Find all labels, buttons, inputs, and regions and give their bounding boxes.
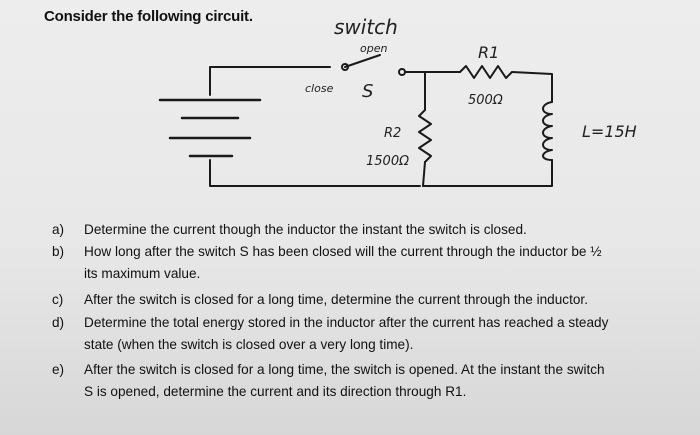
open-label: open — [360, 42, 387, 55]
r2-label: R2 — [384, 126, 401, 141]
question-text-continued: S is opened, determine the current and i… — [84, 384, 467, 399]
question-text: Determine the total energy stored in the… — [84, 315, 609, 330]
battery-bottom-wire — [209, 159, 421, 187]
question-text: After the switch is closed for a long ti… — [84, 292, 588, 307]
wire-r1-to-inductor — [511, 71, 553, 103]
circuit-diagram: switch open close S R1 500Ω R2 1500Ω L=1… — [158, 15, 637, 187]
r1-resistor — [459, 65, 513, 79]
page-title: Consider the following circuit. — [44, 8, 253, 25]
r1-value: 500Ω — [468, 93, 503, 108]
inductor-label: L=15H — [582, 122, 637, 141]
r2-resistor — [418, 109, 432, 163]
question-text: Determine the current though the inducto… — [84, 222, 527, 237]
switch-label: switch — [334, 15, 398, 39]
switch-symbol: S — [362, 81, 373, 102]
r2-value: 1500Ω — [366, 154, 409, 169]
question-text: After the switch is closed for a long ti… — [84, 362, 605, 377]
switch-blade — [344, 54, 381, 68]
question-label: c) — [52, 292, 64, 307]
question-label: b) — [52, 244, 65, 259]
question-text-continued: state (when the switch is closed over a … — [84, 337, 414, 352]
wire-r2-down — [422, 161, 426, 187]
r1-label: R1 — [478, 43, 499, 62]
question-text: How long after the switch S has been clo… — [84, 244, 602, 259]
battery-wire — [209, 66, 331, 96]
inductor-coil — [542, 101, 553, 161]
question-label: a) — [52, 222, 65, 237]
close-label: close — [305, 82, 334, 95]
question-text-continued: its maximum value. — [84, 266, 201, 281]
wire-inductor-down — [422, 159, 553, 187]
question-label: d) — [52, 315, 65, 330]
question-label: e) — [52, 362, 65, 377]
